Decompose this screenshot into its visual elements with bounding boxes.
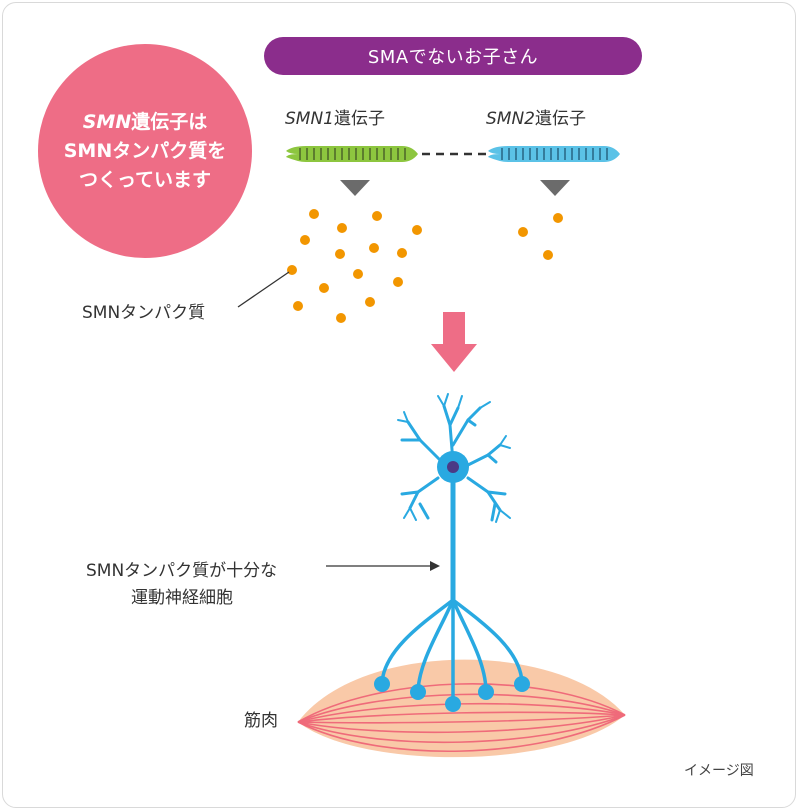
image-note: イメージ図 (684, 763, 754, 779)
callout-circle: SMN遺伝子は SMNタンパク質を つくっています (38, 44, 252, 258)
motor-neuron-icon (380, 393, 524, 704)
smn1-down-triangle-icon (340, 180, 370, 196)
banner-title: SMAでないお子さん (264, 37, 642, 75)
smn2-gene-label: SMN2遺伝子 (486, 104, 586, 129)
muscle-illustration (297, 659, 626, 758)
neuron-pointer-arrow (326, 561, 440, 571)
callout-line-2: SMNタンパク質を (63, 139, 227, 162)
neuron-nucleus (447, 461, 459, 473)
smn1-gene-bar (286, 146, 418, 162)
neuron-label-line-2: 運動神経細胞 (131, 588, 233, 608)
smn1-gene-label: SMN1遺伝子 (285, 104, 385, 129)
smn2-gene-name: SMN2 (486, 109, 535, 129)
smn2-gene-suffix: 遺伝子 (535, 109, 586, 129)
smn1-gene-suffix: 遺伝子 (334, 109, 385, 129)
smn1-gene-name: SMN1 (285, 109, 334, 129)
protein-label: SMNタンパク質 (82, 303, 206, 323)
muscle-label: 筋肉 (244, 711, 278, 731)
callout-line-1-rest: 遺伝子は (131, 110, 208, 133)
smn2-gene-bar (488, 146, 620, 162)
synaptic-terminals (374, 676, 530, 712)
callout-line-3: つくっています (78, 168, 212, 191)
protein-leader-line (237, 271, 290, 308)
smn2-protein-dots (518, 213, 563, 260)
callout-line-1-italic: SMN (82, 110, 132, 133)
smn1-protein-dots (287, 209, 422, 323)
smn2-down-triangle-icon (540, 180, 570, 196)
down-arrow-icon (431, 312, 477, 372)
callout-line-1: SMN遺伝子は (83, 108, 208, 137)
neuron-label-line-1: SMNタンパク質が十分な (86, 561, 278, 581)
